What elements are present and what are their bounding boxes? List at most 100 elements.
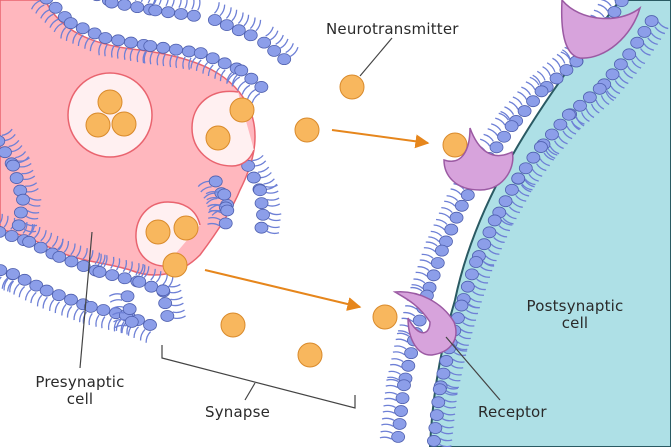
lipid-head <box>549 72 564 85</box>
lipid-tail <box>490 243 502 250</box>
lipid-tail <box>29 197 42 201</box>
lipid-head <box>11 219 26 232</box>
lipid-head <box>234 64 249 77</box>
lipid-head <box>64 255 79 268</box>
lipid-tail <box>24 222 38 227</box>
lipid-tail <box>487 128 498 137</box>
lipid-tail <box>190 57 197 69</box>
lipid-tail <box>485 255 497 262</box>
lipid-tail <box>441 206 453 213</box>
lipid-tail <box>410 286 423 292</box>
lipid-head <box>111 34 126 47</box>
lipid-tail <box>208 210 222 214</box>
receptor-middle <box>443 127 514 191</box>
lipid-tail <box>108 293 122 297</box>
lipid-tail <box>114 324 127 329</box>
lipid-tail <box>456 341 469 346</box>
lipid-tail <box>515 194 527 202</box>
lipid-tail <box>143 266 150 278</box>
lipid-head <box>193 47 208 60</box>
lipid-tail <box>606 90 617 99</box>
lipid-tail <box>466 309 479 315</box>
lipid-head <box>482 226 497 239</box>
lipid-head <box>534 141 548 153</box>
lipid-tail <box>452 358 465 363</box>
neurotransmitter-molecule <box>297 342 323 368</box>
label-postsynaptic-line2: cell <box>561 314 589 332</box>
lipid-tail <box>49 18 59 28</box>
lipid-tail <box>178 0 182 8</box>
lipid-head <box>144 280 159 293</box>
lipid-tail <box>436 218 448 225</box>
lipid-tail <box>442 412 456 416</box>
lipid-tail <box>3 215 9 228</box>
lipid-tail <box>191 0 195 10</box>
lipid-tail <box>103 255 108 268</box>
lipid-tail <box>53 22 63 33</box>
lipid-head <box>13 206 28 219</box>
lipid-head <box>401 359 416 372</box>
lipid-head <box>477 238 492 251</box>
lipid-tail <box>600 95 610 106</box>
lipid-head <box>124 315 139 328</box>
lipid-head <box>186 9 201 22</box>
lipid-head <box>434 244 449 257</box>
lipid-tail <box>26 187 39 193</box>
pointer-synapse <box>244 382 256 401</box>
lipid-tail <box>134 0 137 2</box>
lipid-tail <box>197 0 201 11</box>
lipid-tail <box>266 183 278 191</box>
lipid-head <box>404 347 419 360</box>
lipid-tail <box>129 48 134 61</box>
lipid-tail <box>246 89 256 100</box>
lipid-head <box>16 193 30 206</box>
lipid-head <box>218 217 233 230</box>
lipid-tail <box>219 4 226 17</box>
lipid-tail <box>203 192 215 199</box>
lipid-tail <box>150 268 156 281</box>
lipid-tail <box>657 21 669 30</box>
lipid-tail <box>15 151 27 159</box>
lipid-tail <box>241 84 251 95</box>
lipid-head <box>573 99 587 112</box>
lipid-head <box>429 409 444 421</box>
lipid-head <box>0 264 8 277</box>
lipid-tail <box>449 371 462 376</box>
lipid-tail <box>4 133 16 142</box>
lipid-tail <box>82 248 88 260</box>
lipid-tail <box>243 14 250 27</box>
lipid-tail <box>21 169 34 175</box>
lipid-tail <box>30 291 37 304</box>
lipid-tail <box>202 62 209 74</box>
lipid-tail <box>441 425 454 429</box>
lipid-tail <box>116 46 121 59</box>
lipid-head <box>75 22 90 35</box>
lipid-tail <box>82 311 87 324</box>
lipid-tail <box>556 53 566 64</box>
lipid-head <box>4 230 19 242</box>
lipid-tail <box>265 184 278 188</box>
lipid-tail <box>34 226 41 239</box>
lipid-tail <box>42 296 48 309</box>
lipid-head <box>427 435 441 447</box>
lipid-tail <box>45 232 53 245</box>
lipid-tail <box>8 139 20 148</box>
lipid-head <box>246 171 261 184</box>
lipid-tail <box>28 203 41 207</box>
lipid-tail <box>207 64 214 77</box>
lipid-head <box>29 279 44 292</box>
label-postsynaptic-line1: Postsynaptic <box>526 297 624 315</box>
lipid-head <box>391 430 406 443</box>
lipid-head <box>122 303 137 315</box>
lipid-tail <box>478 272 491 278</box>
lipid-head <box>9 172 24 184</box>
lipid-tail <box>626 65 637 75</box>
lipid-tail <box>495 231 508 238</box>
label-neurotransmitter: Neurotransmitter <box>326 20 459 38</box>
lipid-tail <box>500 219 513 226</box>
label-presynaptic-line1: Presynaptic <box>35 373 125 391</box>
lipid-head <box>534 85 549 98</box>
lipid-head <box>256 208 270 221</box>
lipid-tail <box>25 182 38 187</box>
